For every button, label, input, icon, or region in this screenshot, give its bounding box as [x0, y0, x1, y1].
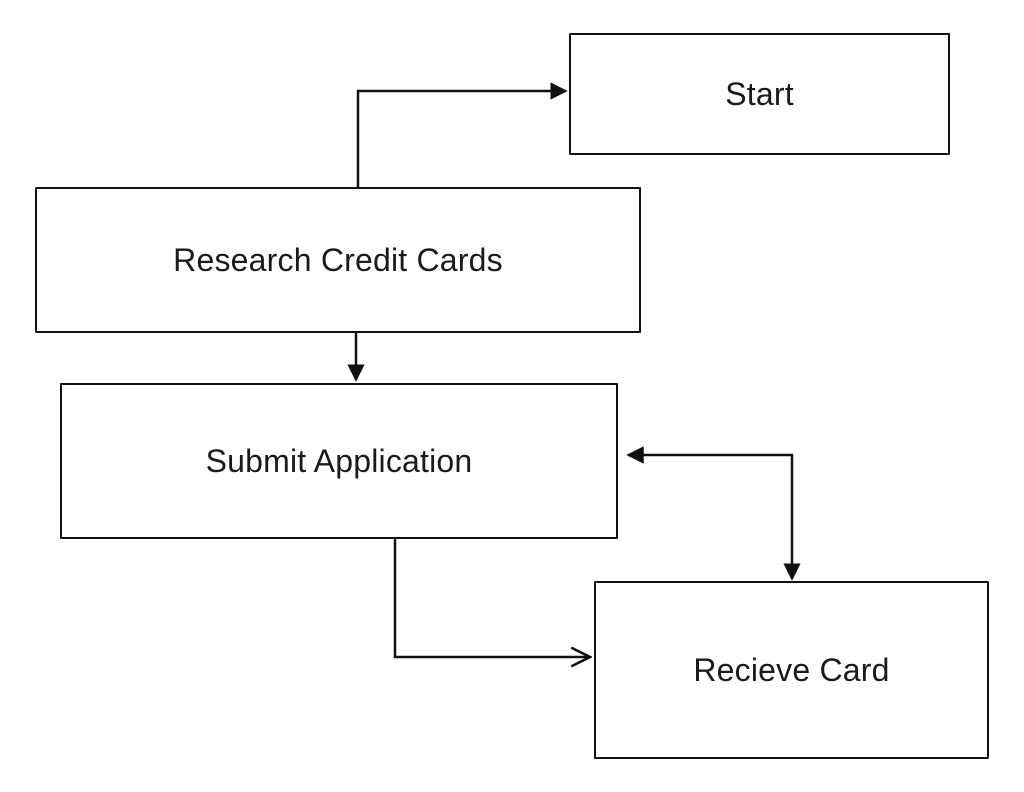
node-submit-application: Submit Application: [60, 383, 618, 539]
node-start-label: Start: [725, 75, 794, 112]
node-research-credit-cards-label: Research Credit Cards: [173, 241, 503, 278]
node-start: Start: [569, 33, 950, 155]
edge-research-to-start: [356, 82, 568, 187]
edge-submit-to-receive: [393, 539, 590, 657]
node-recieve-card-label: Recieve Card: [693, 651, 890, 688]
edge-receive-submit-bidirectional: [626, 446, 801, 581]
node-recieve-card: Recieve Card: [594, 581, 989, 759]
node-submit-application-label: Submit Application: [205, 442, 473, 479]
node-research-credit-cards: Research Credit Cards: [35, 187, 641, 333]
